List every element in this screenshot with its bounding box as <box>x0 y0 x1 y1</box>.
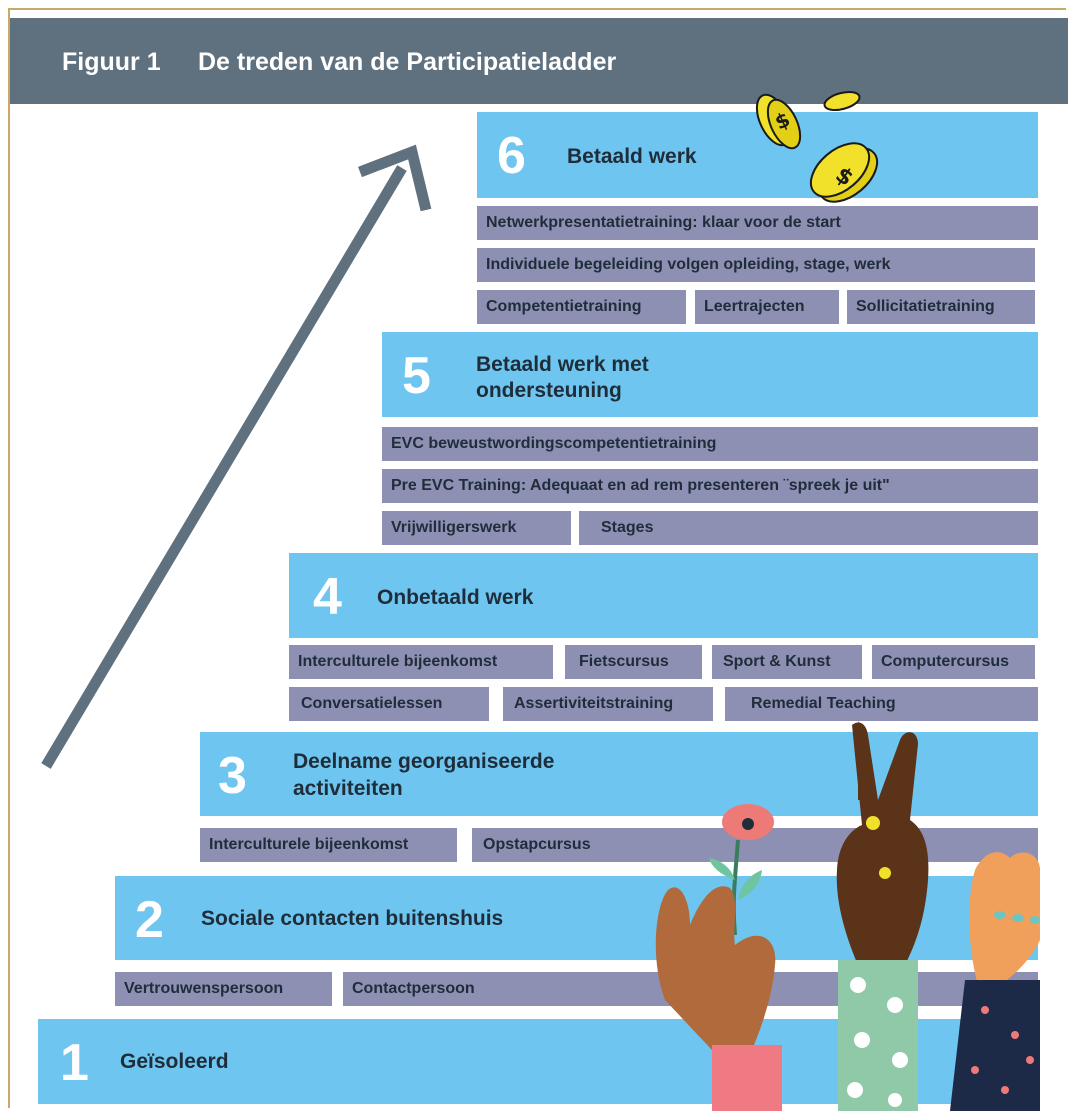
figure-label: Figuur 1 <box>62 48 161 76</box>
step-label-line1: Betaald werk met <box>476 353 649 376</box>
activity-item: Interculturele bijeenkomst <box>200 828 457 862</box>
activity-item: Remedial Teaching <box>725 687 1038 721</box>
activity-item: Opstapcursus <box>472 828 1038 862</box>
figure-title: De treden van de Participatieladder <box>198 48 617 76</box>
step-label-line1: Deelname georganiseerde <box>293 750 555 773</box>
step-label-line2: ondersteuning <box>476 379 622 402</box>
activity-item: Fietscursus <box>565 645 702 679</box>
step-label: Betaald werk <box>567 145 697 168</box>
activity-item: Vertrouwenspersoon <box>115 972 332 1006</box>
step-label: Geïsoleerd <box>120 1050 229 1073</box>
step-number: 4 <box>313 568 342 626</box>
activity-item: Pre EVC Training: Adequaat en ad rem pre… <box>382 469 1038 503</box>
figure-frame <box>8 8 1066 1108</box>
activity-item: Vrijwilligerswerk <box>382 511 571 545</box>
activity-item: Competentietraining <box>477 290 686 324</box>
activity-item: Conversatielessen <box>289 687 489 721</box>
activity-item: Netwerkpresentatietraining: klaar voor d… <box>477 206 1038 240</box>
figure-header: Figuur 1 De treden van de Participatiela… <box>10 18 1068 104</box>
flower-icon <box>709 804 774 936</box>
step-6: 6 Betaald werk <box>477 112 1038 198</box>
step-number: 2 <box>135 891 164 949</box>
step-5: 5 Betaald werk met ondersteuning <box>382 332 1038 417</box>
step-number: 1 <box>60 1034 89 1092</box>
step-number: 6 <box>497 127 526 185</box>
activity-item: Leertrajecten <box>695 290 839 324</box>
activity-item: Interculturele bijeenkomst <box>289 645 553 679</box>
step-number: 5 <box>402 347 431 405</box>
activity-item: Computercursus <box>872 645 1035 679</box>
activity-item: Stages <box>579 511 1038 545</box>
activity-item: Sollicitatietraining <box>847 290 1035 324</box>
activity-item: Individuele begeleiding volgen opleiding… <box>477 248 1035 282</box>
step-label: Onbetaald werk <box>377 586 534 609</box>
step-label-line2: activiteiten <box>293 777 403 800</box>
activity-item: Sport & Kunst <box>712 645 862 679</box>
step-4: 4 Onbetaald werk <box>289 553 1038 638</box>
step-number: 3 <box>218 747 247 805</box>
step-label: Sociale contacten buitenshuis <box>201 907 504 930</box>
activity-item: Assertiviteitstraining <box>503 687 713 721</box>
activity-item: EVC beweustwordingscompetentietraining <box>382 427 1038 461</box>
